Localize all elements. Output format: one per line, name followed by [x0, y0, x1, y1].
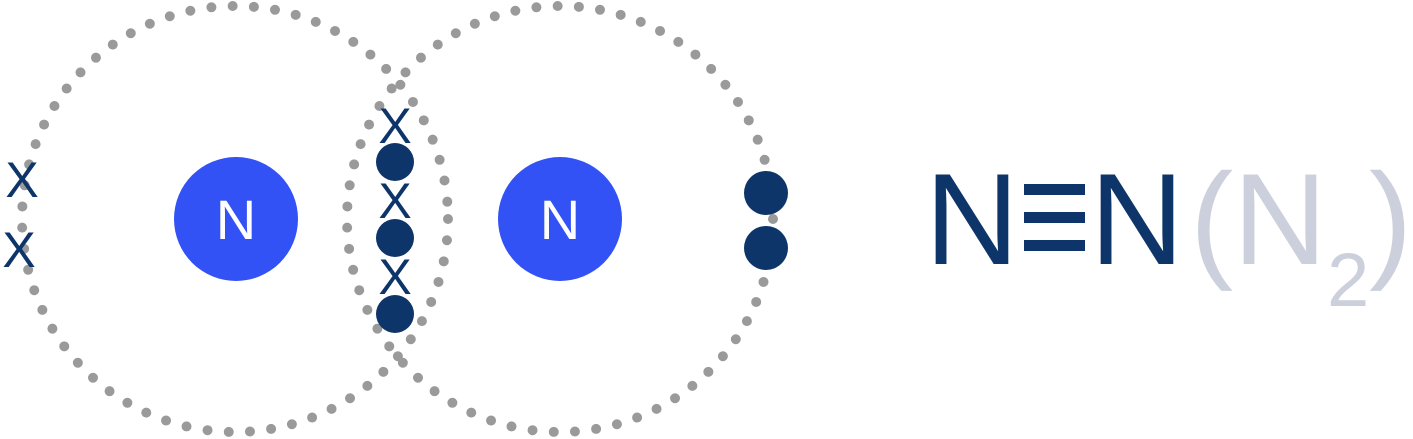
right-lone-electron-dot: [744, 226, 788, 270]
shared-electron-dot: [376, 295, 414, 333]
right-atom-shell: [342, 1, 778, 437]
right-lone-electron-dot: [744, 171, 788, 215]
formula-atom-left: N: [925, 146, 1019, 292]
right-nucleus: N: [498, 157, 622, 281]
formula-subscript: 2: [1327, 238, 1369, 323]
formula-open-paren: (: [1190, 146, 1233, 292]
left-lone-electron-x: X: [2, 222, 35, 278]
left-atom-shell: [17, 1, 453, 437]
formula-molecular-symbol: N: [1233, 146, 1327, 292]
structural-formula: N N: [925, 146, 1184, 292]
left-nucleus: N: [174, 157, 298, 281]
formula-close-paren: ): [1369, 146, 1412, 292]
left-nucleus-label: N: [216, 188, 256, 251]
molecular-formula: ( N 2 ): [1190, 146, 1412, 323]
left-lone-electron-x: X: [5, 152, 38, 208]
right-nucleus-label: N: [540, 188, 580, 251]
shared-electron-dot: [376, 219, 414, 257]
formula-atom-right: N: [1090, 146, 1184, 292]
shared-electron-dot: [376, 143, 414, 181]
triple-bond-icon: [1024, 184, 1085, 251]
